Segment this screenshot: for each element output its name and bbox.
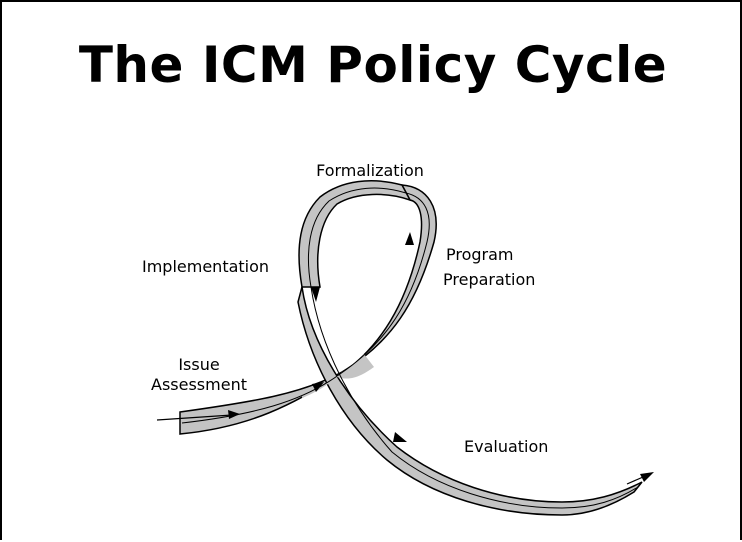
ribbon-loop — [298, 180, 412, 288]
crossing-arrowhead — [312, 382, 324, 392]
label-issue-line1: Issue — [178, 355, 220, 374]
lower-center-line — [181, 192, 430, 424]
flow-arrows — [156, 232, 654, 485]
loop-center-line — [307, 187, 407, 288]
implementation-arrowhead — [311, 287, 320, 302]
slide-title: The ICM Policy Cycle — [78, 36, 668, 94]
ribbon-loop-band — [298, 180, 412, 288]
ribbon-center-lines — [181, 187, 639, 509]
ribbon-sweep — [297, 286, 643, 516]
exit-arrowhead — [640, 472, 654, 482]
entry-arrow-line — [156, 414, 233, 421]
program-arrowhead — [405, 232, 414, 245]
label-evaluation: Evaluation — [464, 437, 549, 456]
evaluation-arrowhead — [393, 432, 407, 442]
label-implementation: Implementation — [142, 257, 270, 276]
ribbon-sweep-band — [297, 286, 643, 516]
label-issue-line2: Assessment — [151, 375, 247, 394]
label-program-line1: Program — [446, 245, 514, 264]
entry-arrowhead — [228, 410, 240, 419]
sweep-center-line — [310, 286, 639, 509]
label-program-line2: Preparation — [443, 270, 536, 289]
label-formalization: Formalization — [316, 161, 424, 180]
